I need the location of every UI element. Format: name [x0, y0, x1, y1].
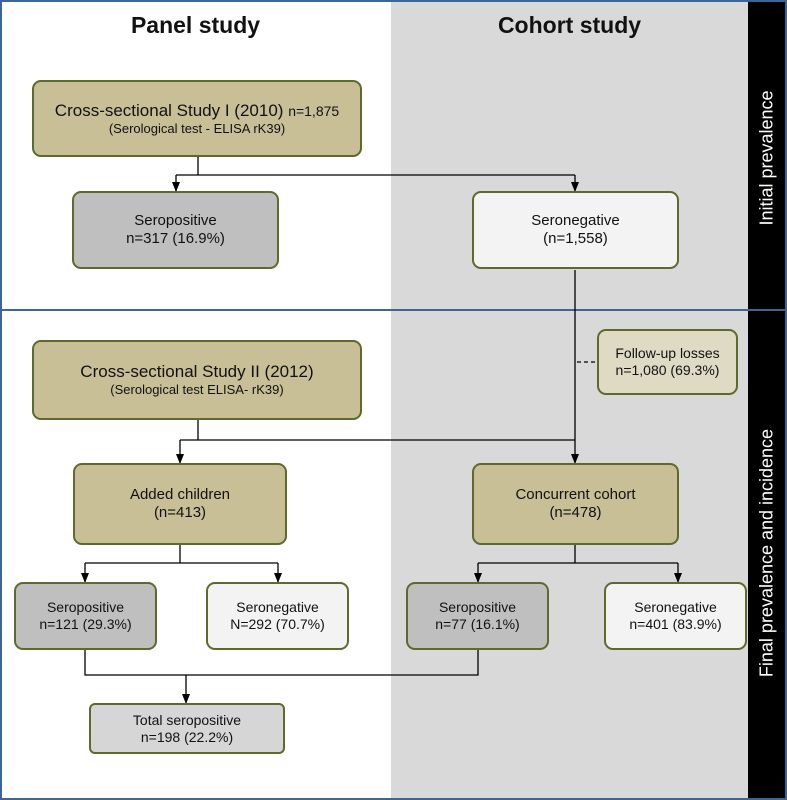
total-seropositive-box: Total seropositive n=198 (22.2%) — [89, 703, 285, 754]
study2-title: Cross-sectional Study II (2012) — [80, 362, 314, 381]
final-prevalence-section — [0, 309, 787, 800]
added-children-label: Added children — [129, 486, 231, 503]
seronegative-initial-box: Seronegative (n=1,558) — [472, 191, 679, 269]
cross-sectional-study-2-box: Cross-sectional Study II (2012) (Serolog… — [32, 340, 362, 420]
seropositive-added-label: Seropositive — [46, 599, 125, 616]
seronegative-cohort-box: Seronegative n=401 (83.9%) — [604, 582, 747, 650]
panel-study-heading: Panel study — [130, 12, 261, 38]
seronegative-initial-count: (n=1,558) — [543, 230, 608, 247]
seronegative-added-count: N=292 (70.7%) — [230, 616, 325, 632]
seronegative-added-label: Seronegative — [236, 599, 319, 616]
follow-up-losses-label: Follow-up losses — [615, 345, 720, 362]
seropositive-cohort-label: Seropositive — [438, 599, 517, 616]
seropositive-cohort-count: n=77 (16.1%) — [435, 616, 520, 632]
total-seropositive-label: Total seropositive — [132, 711, 242, 728]
added-children-count: (n=413) — [153, 504, 207, 521]
seropositive-added-box: Seropositive n=121 (29.3%) — [14, 582, 157, 650]
seronegative-cohort-count: n=401 (83.9%) — [629, 616, 722, 632]
cohort-study-heading: Cohort study — [497, 12, 642, 38]
seronegative-added-box: Seronegative N=292 (70.7%) — [206, 582, 349, 650]
seropositive-cohort-box: Seropositive n=77 (16.1%) — [406, 582, 549, 650]
concurrent-cohort-box: Concurrent cohort (n=478) — [472, 463, 679, 545]
follow-up-losses-count: n=1,080 (69.3%) — [615, 362, 720, 378]
total-merge-line — [84, 650, 479, 676]
study1-count: n=1,875 — [288, 102, 340, 119]
phase-side-bar — [748, 0, 787, 800]
added-children-box: Added children (n=413) — [73, 463, 287, 545]
cross-sectional-study-1-box: Cross-sectional Study I (2010) n=1,875 (… — [32, 80, 362, 157]
total-seropositive-count: n=198 (22.2%) — [140, 728, 234, 745]
cohort-study-background — [391, 0, 748, 800]
follow-up-losses-box: Follow-up losses n=1,080 (69.3%) — [597, 329, 738, 395]
study2-subtitle: (Serological test ELISA- rK39) — [110, 382, 284, 398]
seropositive-initial-box: Seropositive n=317 (16.9%) — [72, 191, 279, 269]
concurrent-cohort-count: (n=478) — [549, 504, 602, 521]
seronegative-cohort-label: Seronegative — [634, 599, 717, 616]
study1-title: Cross-sectional Study I (2010) — [54, 100, 284, 120]
concurrent-cohort-label: Concurrent cohort — [515, 486, 636, 503]
seropositive-initial-label: Seropositive — [134, 212, 217, 229]
study1-subtitle: (Serological test - ELISA rK39) — [108, 120, 286, 136]
seronegative-initial-label: Seronegative — [531, 212, 620, 229]
seropositive-added-count: n=121 (29.3%) — [39, 616, 132, 632]
seropositive-initial-count: n=317 (16.9%) — [126, 230, 225, 247]
